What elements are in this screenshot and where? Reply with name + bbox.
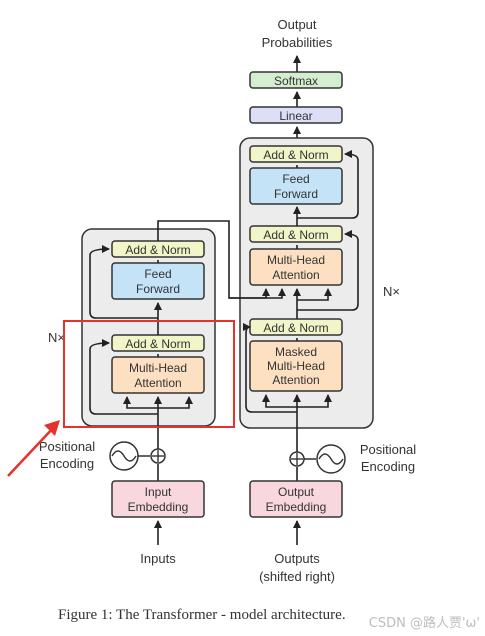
highlight-arrow	[7, 425, 56, 477]
masked-attention-line2: Multi-Head	[267, 359, 325, 373]
encoder-feed-forward-line2: Forward	[136, 282, 180, 296]
decoder-feed-forward	[249, 167, 343, 205]
masked-attention-line1: Masked	[275, 345, 317, 359]
decoder-add-norm-bottom-label: Add & Norm	[263, 321, 328, 335]
output-embedding-line1: Output	[278, 485, 315, 499]
decoder-mha-line2: Attention	[272, 268, 319, 282]
softmax-label: Softmax	[274, 74, 318, 88]
decoder-feed-forward-line1: Feed	[282, 172, 309, 186]
softmax-box	[249, 71, 343, 89]
output-embedding-line2: Embedding	[266, 500, 327, 514]
positional-encoding-left-line1: Positional	[39, 439, 95, 454]
positional-encoding-right-line1: Positional	[360, 442, 416, 457]
decoder-add-norm-top	[249, 145, 343, 163]
linear-box	[249, 106, 343, 124]
decoder-feed-forward-line2: Forward	[274, 187, 318, 201]
encoder-add-norm-bottom-label: Add & Norm	[125, 337, 190, 351]
outputs-label-line1: Outputs	[274, 551, 320, 566]
encoder-block	[81, 228, 216, 427]
input-embedding-line1: Input	[145, 485, 172, 499]
decoder-masked-attention	[249, 340, 343, 392]
decoder-mha-line1: Multi-Head	[267, 253, 325, 267]
output-embedding-box	[249, 480, 343, 518]
encoder-feed-forward-line1: Feed	[144, 267, 171, 281]
positional-encoding-right-line2: Encoding	[361, 459, 415, 474]
output-probabilities-label-line2: Probabilities	[262, 35, 333, 50]
decoder-add-norm-mid	[249, 225, 343, 243]
decoder-add-norm-top-label: Add & Norm	[263, 148, 328, 162]
watermark: CSDN @路人贾'ω'	[369, 615, 480, 631]
input-embedding-line2: Embedding	[128, 500, 189, 514]
encoder-repeat-label: N×	[48, 330, 65, 345]
decoder-repeat-label: N×	[383, 284, 400, 299]
outputs-label-line2: (shifted right)	[259, 569, 335, 584]
encoder-mha-line1: Multi-Head	[129, 361, 187, 375]
input-embedding-box	[111, 480, 205, 518]
output-probabilities-label-line1: Output	[277, 17, 316, 32]
decoder-multi-head-attention	[249, 248, 343, 286]
figure-caption: Figure 1: The Transformer - model archit…	[58, 607, 346, 623]
inputs-label: Inputs	[140, 551, 176, 566]
linear-label: Linear	[279, 109, 312, 123]
highlight-box	[63, 320, 235, 428]
positional-encoding-left-line2: Encoding	[40, 456, 94, 471]
encoder-mha-line2: Attention	[134, 376, 181, 390]
encoder-add-norm-top-label: Add & Norm	[125, 243, 190, 257]
decoder-add-norm-mid-label: Add & Norm	[263, 228, 328, 242]
masked-attention-line3: Attention	[272, 373, 319, 387]
